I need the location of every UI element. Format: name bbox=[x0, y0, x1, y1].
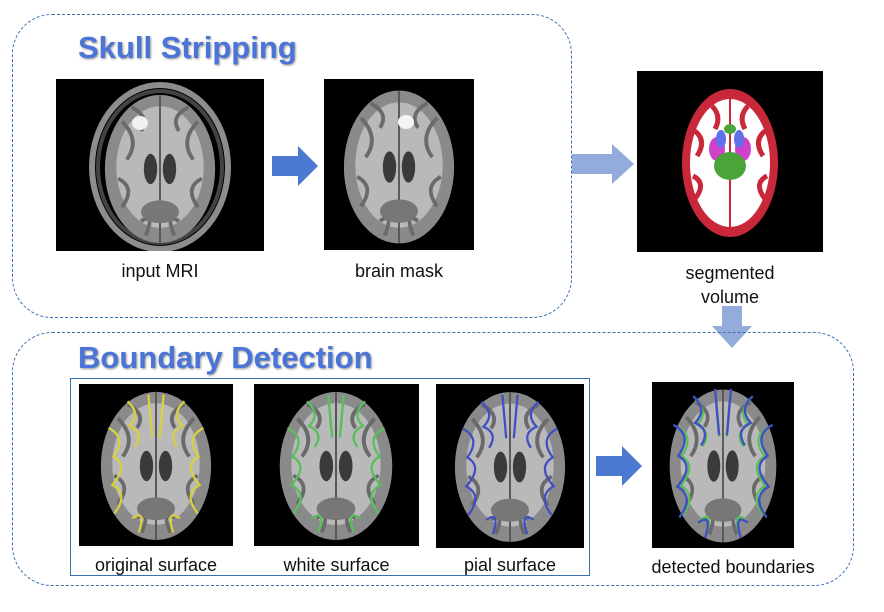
white-surface-caption: white surface bbox=[283, 555, 390, 575]
input-mri-caption: input MRI bbox=[121, 261, 199, 281]
original-surface-caption: original surface bbox=[94, 555, 218, 575]
segmented-volume-image bbox=[637, 71, 823, 252]
pial-surface-caption: pial surface bbox=[463, 555, 557, 575]
input-mri-image bbox=[56, 79, 264, 251]
detected-boundaries-caption: detected boundaries bbox=[651, 557, 815, 577]
arrow-down-icon bbox=[712, 306, 752, 348]
brain-mask-brain bbox=[341, 88, 457, 246]
detected-boundaries-image bbox=[652, 382, 794, 548]
segmented-volume-caption-line1: segmented bbox=[685, 263, 775, 283]
brain-mask-caption: brain mask bbox=[354, 261, 444, 281]
arrow-right-icon bbox=[596, 446, 642, 486]
original-surface-brain bbox=[98, 389, 214, 542]
white-surface-image bbox=[254, 384, 419, 546]
surfaces-frame bbox=[70, 378, 590, 576]
skull-stripping-box bbox=[12, 14, 572, 318]
white-surface-brain bbox=[277, 389, 395, 543]
boundary-detection-box bbox=[12, 332, 854, 586]
detected-boundaries-brain bbox=[667, 387, 779, 545]
pial-surface-image bbox=[436, 384, 584, 548]
skull-stripping-title: Skull Stripping bbox=[78, 30, 297, 65]
segmented-volume-brain bbox=[682, 89, 778, 237]
boundary-detection-title: Boundary Detection bbox=[78, 340, 373, 375]
original-surface-image bbox=[79, 384, 233, 546]
segmented-volume-caption-line2: volume bbox=[700, 287, 760, 307]
pial-surface-brain bbox=[452, 390, 568, 544]
brain-mask-image bbox=[324, 79, 474, 250]
arrow-right-light-icon bbox=[572, 144, 634, 184]
arrow-right-icon bbox=[272, 146, 318, 186]
input-mri-brain bbox=[89, 82, 231, 251]
